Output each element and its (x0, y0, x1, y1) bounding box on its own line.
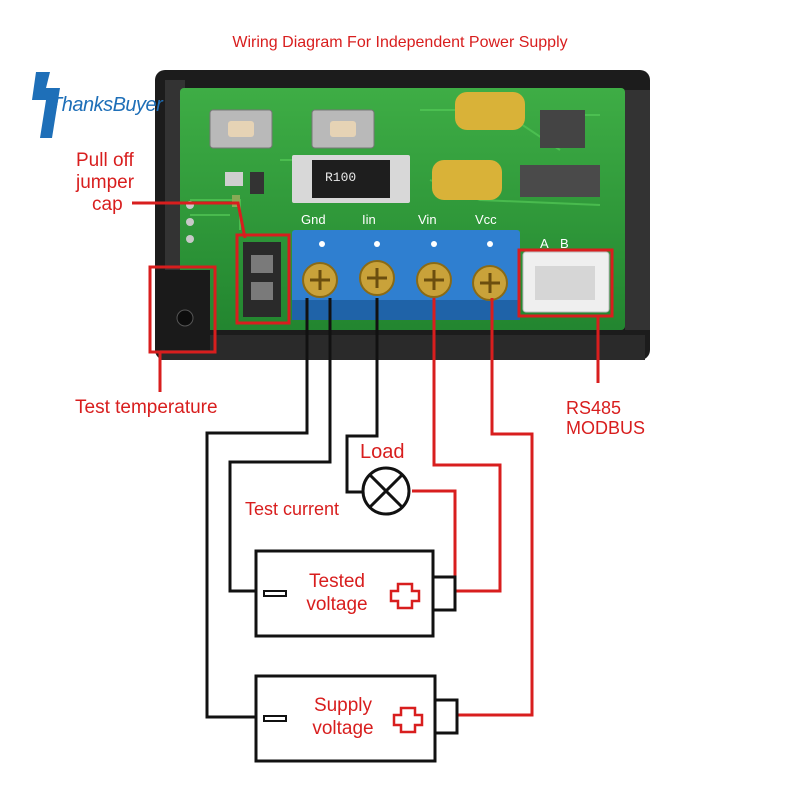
pcb-button-left-cap (228, 121, 254, 137)
jumper-cap-pin (251, 255, 273, 273)
diagram-title: Wiring Diagram For Independent Power Sup… (232, 34, 568, 51)
wire-vcc-supply (457, 298, 534, 717)
shunt-marking: R100 (325, 170, 357, 185)
terminal-block-base (292, 300, 520, 320)
housing-bottom (160, 335, 645, 360)
capacitor-bottom (432, 160, 502, 200)
wire-gnd-supply (205, 298, 309, 719)
terminal-markers (319, 241, 493, 247)
header-pins (186, 201, 194, 243)
jumper-highlight (235, 233, 291, 325)
jumper-cap-pin (251, 282, 273, 300)
minus-icon (263, 715, 287, 722)
rs485-label-2: MODBUS (566, 418, 646, 438)
test-temperature-label: Test temperature (75, 397, 218, 418)
diode-top (540, 110, 585, 148)
minus-icon (263, 590, 287, 597)
rs485-label-1: RS485 (566, 398, 622, 418)
terminal-label-vcc: Vcc (475, 212, 497, 227)
shunt-resistor-body (312, 160, 390, 198)
wire-gnd-tested (228, 298, 332, 593)
supply-voltage-line1: Supply (313, 695, 373, 716)
terminal-label-gnd: Gnd (301, 212, 326, 227)
temp-highlight (148, 265, 217, 354)
smd-part (232, 195, 240, 207)
diode-bottom (520, 165, 600, 197)
battery-tested (254, 549, 457, 638)
terminal-label-vin: Vin (418, 212, 437, 227)
housing-right-clip (625, 90, 650, 330)
smd-part (225, 172, 243, 186)
temp-sensor (176, 309, 194, 327)
terminal-label-iin: Iin (362, 212, 376, 227)
jumper-label-3: cap (92, 194, 123, 215)
tested-voltage-label: Tested voltage (292, 570, 382, 616)
highlight-boxes (148, 233, 614, 354)
black-wires (205, 298, 379, 719)
tested-voltage-line2: voltage (306, 594, 368, 615)
wire-vin-tested (432, 298, 502, 593)
plus-icon (389, 582, 421, 610)
port-pin-b: B (560, 236, 569, 251)
wire-iin-load (345, 298, 379, 494)
rs485-highlight (517, 248, 614, 318)
test-current-label: Test current (245, 499, 340, 519)
terminal-screws (302, 260, 508, 301)
wire-load-tested (412, 489, 457, 577)
rs485-connector-slot (535, 266, 595, 300)
port-pin-a: A (540, 236, 549, 251)
jumper-label-1: Pull off (76, 150, 134, 171)
pcb-button-right-cap (330, 121, 356, 137)
terminal-block (292, 230, 520, 320)
brand-logo-icon (32, 72, 60, 138)
jumper-leader (132, 201, 247, 239)
load-lamp (361, 466, 411, 516)
jumper-label-2: jumper (76, 172, 135, 193)
capacitor-top (455, 92, 525, 130)
jumper-cap (243, 242, 281, 317)
battery-supply (254, 674, 459, 763)
supply-voltage-line2: voltage (312, 718, 374, 739)
tested-voltage-line1: Tested (309, 571, 365, 592)
smd-part (250, 172, 264, 194)
red-wires (412, 298, 534, 717)
brand-name: ThanksBuyer (50, 94, 163, 116)
plus-icon (392, 706, 424, 734)
supply-voltage-label: Supply voltage (298, 694, 388, 740)
leader-lines (132, 201, 600, 392)
load-label: Load (360, 441, 405, 463)
